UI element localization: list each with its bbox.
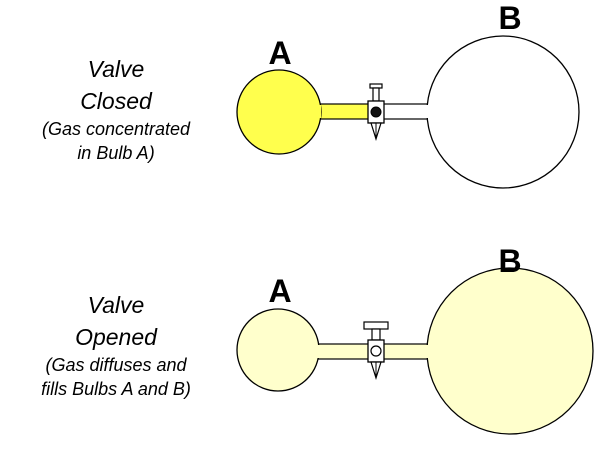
caption-detail-line1: (Gas concentrated [41,119,191,139]
caption-detail-line2: fills Bulbs A and B) [41,379,191,399]
caption-state-line2: Closed [80,88,152,114]
caption-detail-line2: in Bulb A) [77,143,155,163]
caption-valve-opened: Valve Opened (Gas diffuses and fills Bul… [0,289,232,401]
panel-valve-closed: A B [236,0,580,189]
bulb-a [236,308,320,392]
tube-left [317,103,377,120]
label-bulb-a: A [268,273,291,309]
caption-valve-closed: Valve Closed (Gas concentrated in Bulb A… [0,53,232,165]
bulb-b [426,35,580,189]
caption-detail-line1: (Gas diffuses and [45,355,187,375]
caption-state-line1: Valve [87,292,145,318]
bulb-a [236,69,322,155]
label-bulb-a: A [268,35,291,71]
panel-valve-opened: A B [236,243,594,435]
caption-state-line1: Valve [87,56,145,82]
bulb-b [426,267,594,435]
label-bulb-b: B [498,243,521,279]
caption-state-line2: Opened [75,324,157,350]
stopcock-valve-open [363,321,389,381]
label-bulb-b: B [498,0,521,36]
stopcock-valve-closed [367,83,385,142]
